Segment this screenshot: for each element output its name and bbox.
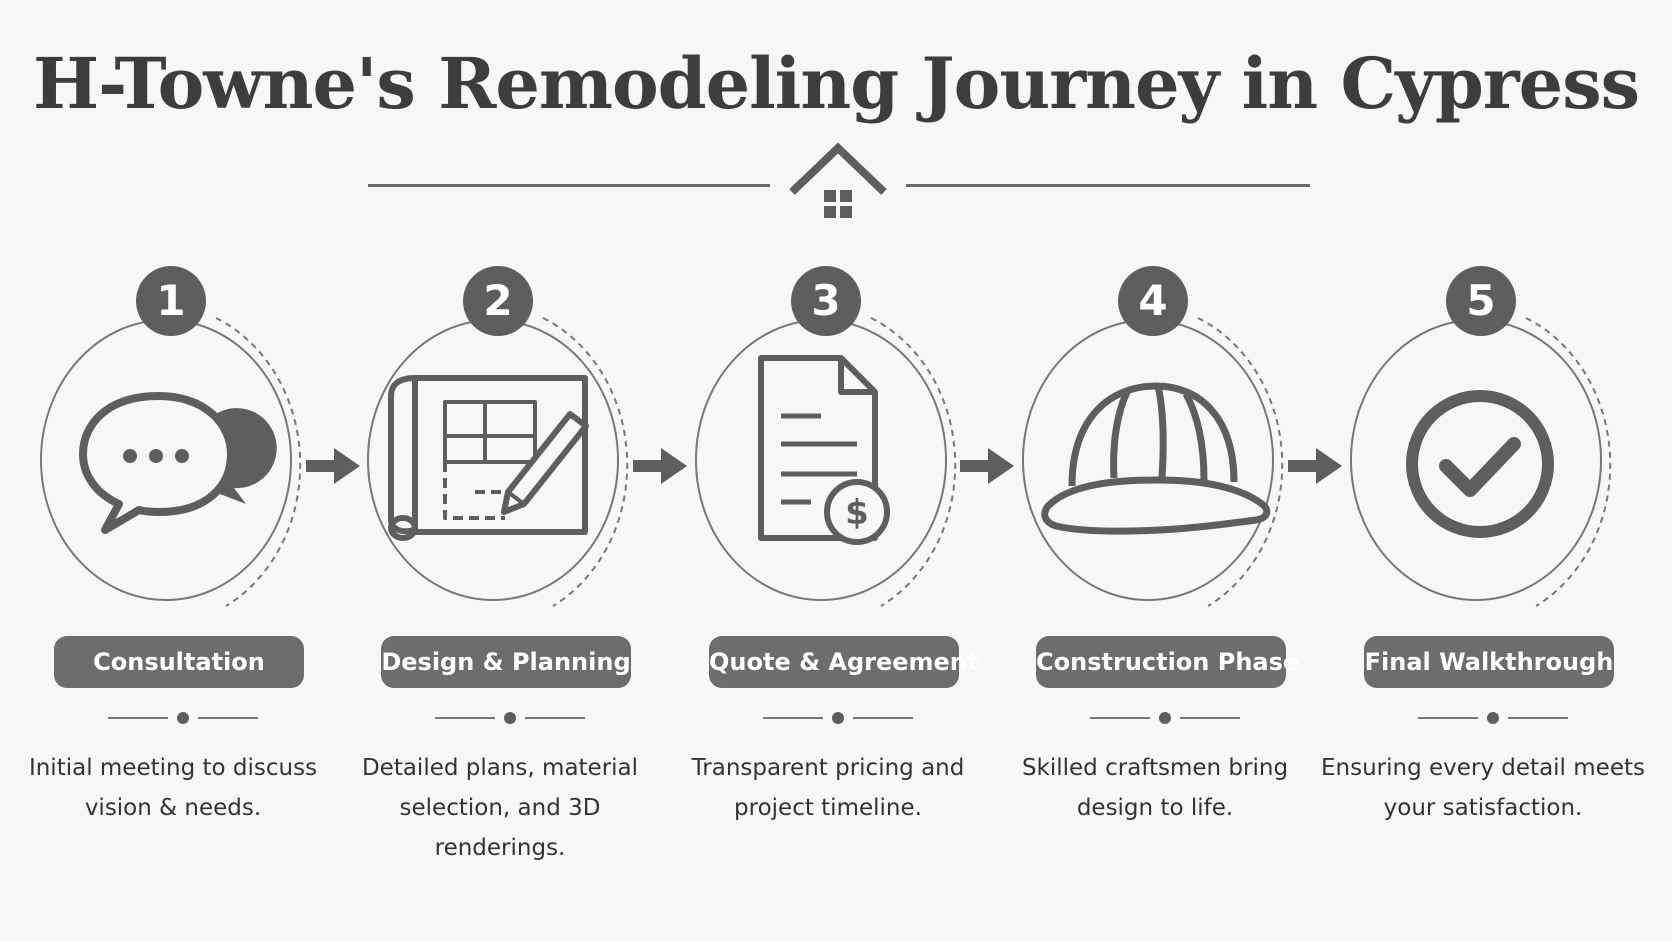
step-number-badge: 3	[791, 266, 861, 336]
dollar-icon: $	[845, 493, 869, 533]
step-description: Skilled craftsmen bring design to life.	[1021, 755, 1289, 821]
step-description: Ensuring every detail meets your satisfa…	[1321, 755, 1645, 821]
step-label: Final Walkthrough	[1364, 636, 1614, 688]
page-title: H-Towne's Remodeling Journey in Cypress	[32, 42, 1640, 125]
step-label: Quote & Agreement	[709, 636, 978, 688]
step-label: Design & Planning	[381, 636, 631, 688]
step-number-badge: 4	[1118, 266, 1188, 336]
step-circle	[1022, 317, 1284, 607]
step-description: Initial meeting to discuss vision & need…	[28, 755, 318, 821]
step-final-walkthrough: 5 Final Walkthrough Ensuring every detai…	[1318, 266, 1648, 886]
step-number-badge: 1	[136, 266, 206, 336]
arrow-right-icon	[306, 448, 360, 484]
step-description: Transparent pricing and project timeline…	[691, 755, 965, 821]
step-mini-divider	[435, 712, 585, 724]
arrow-right-icon	[1288, 448, 1342, 484]
title-divider-left	[368, 184, 770, 187]
step-number-badge: 5	[1446, 266, 1516, 336]
step-circle	[40, 317, 302, 607]
house-icon	[789, 142, 887, 218]
step-mini-divider	[1090, 712, 1240, 724]
step-mini-divider	[1418, 712, 1568, 724]
step-description: Detailed plans, material selection, and …	[361, 755, 639, 861]
step-consultation: 1 Consultation Initial meeting to discus…	[8, 266, 338, 886]
hard-hat-icon	[1041, 382, 1271, 535]
step-quote-agreement: $ 3 Quote & Agreement Transparent pricin…	[663, 266, 993, 886]
step-label: Construction Phase	[1036, 636, 1299, 688]
document-dollar-icon	[758, 355, 890, 545]
step-label: Consultation	[54, 636, 304, 688]
checkmark-circle-icon	[1406, 390, 1554, 538]
step-construction-phase: 4 Construction Phase Skilled craftsmen b…	[990, 266, 1320, 886]
step-circle: $	[695, 317, 957, 607]
arrow-right-icon	[960, 448, 1014, 484]
chat-bubbles-icon	[79, 392, 277, 534]
step-mini-divider	[108, 712, 258, 724]
step-design-planning: 2 Design & Planning Detailed plans, mate…	[335, 266, 665, 886]
step-number-badge: 2	[463, 266, 533, 336]
title-divider-right	[906, 184, 1310, 187]
arrow-right-icon	[633, 448, 687, 484]
blueprint-pencil-icon	[388, 375, 589, 541]
step-mini-divider	[763, 712, 913, 724]
